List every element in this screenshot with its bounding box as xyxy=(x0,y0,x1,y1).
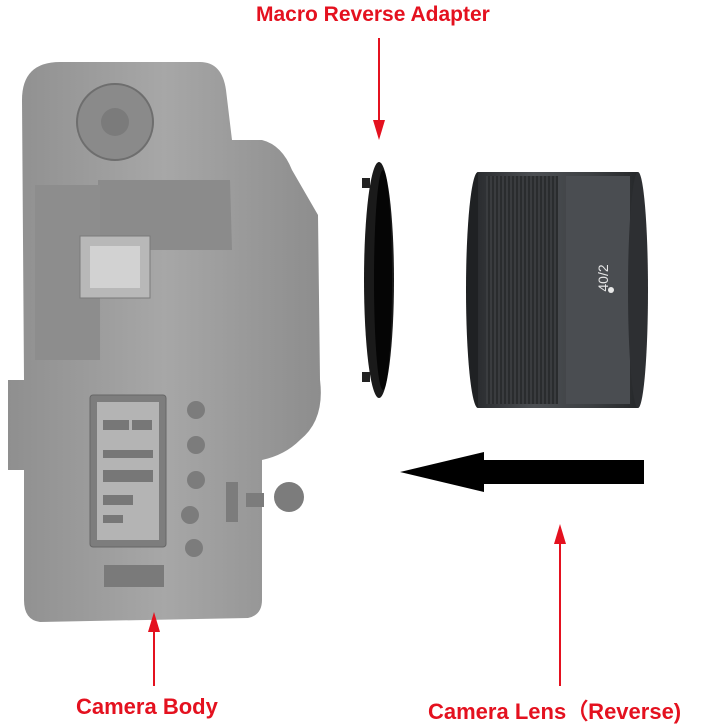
adapter-tab-top xyxy=(362,178,370,188)
adapter-ring-inner xyxy=(374,170,392,390)
assembly-arrow xyxy=(400,452,644,492)
camera-body xyxy=(8,62,321,622)
adapter-label: Macro Reverse Adapter xyxy=(256,3,490,26)
card-slot xyxy=(104,565,164,587)
lens-focus-grip xyxy=(486,176,558,404)
lens-rear xyxy=(628,172,648,408)
lens-mount-section xyxy=(566,176,630,404)
camera-body-label: Camera Body xyxy=(76,694,218,719)
assembly-arrow-head xyxy=(400,452,484,492)
camera-lens xyxy=(466,172,648,408)
adapter-tab-bottom xyxy=(362,372,370,382)
annotation-arrows xyxy=(148,38,566,686)
body-pointer-head xyxy=(148,612,160,632)
lcd-segments xyxy=(103,420,153,523)
mode-dial-center xyxy=(101,108,129,136)
hot-shoe-plate xyxy=(90,246,140,288)
adapter-pointer-head xyxy=(373,120,385,140)
lens-pointer-head xyxy=(554,524,566,544)
assembly-arrow-shaft xyxy=(478,460,644,484)
camera-lens-label: Camera Lens（Reverse) xyxy=(428,699,682,724)
viewfinder-housing xyxy=(98,180,232,250)
eyecup xyxy=(35,185,100,360)
macro-reverse-adapter xyxy=(362,162,394,398)
lens-focal-marking: 40/2 xyxy=(595,264,611,292)
camera-buttons xyxy=(181,401,304,557)
lens-mount-dot xyxy=(608,287,614,293)
